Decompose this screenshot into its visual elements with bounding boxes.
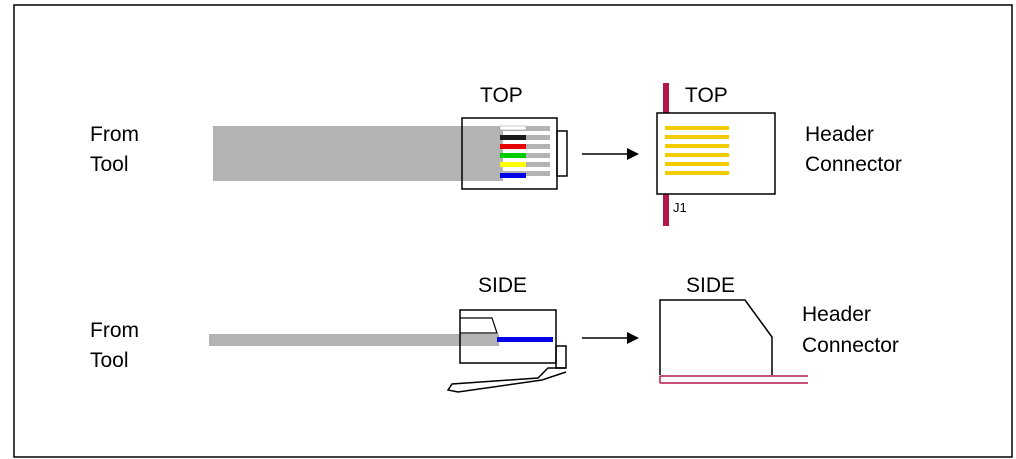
top-from-tool-line2: Tool [90, 153, 129, 176]
wire-white [499, 125, 527, 131]
side-plug [446, 309, 567, 393]
top-header-view-label: TOP [685, 84, 728, 107]
side-pcb [659, 375, 808, 384]
header-pin-5 [665, 162, 729, 166]
side-plug-tab [555, 345, 567, 369]
header-pin-4 [665, 153, 729, 157]
diagram-frame [13, 4, 1013, 458]
top-arrow [582, 148, 639, 160]
wire-black [500, 135, 526, 140]
side-plug-body [459, 309, 557, 364]
side-plug-latch [446, 367, 567, 393]
side-plug-strain-relief [460, 317, 498, 334]
side-header-view-label: SIDE [686, 274, 735, 297]
top-from-tool-line1: From [90, 123, 139, 146]
side-arrow [582, 332, 639, 344]
header-pin-1 [665, 126, 729, 130]
header-pin-2 [665, 135, 729, 139]
wire-yellow [500, 162, 526, 167]
header-pin-3 [665, 144, 729, 148]
top-plug-tab [556, 130, 568, 177]
header-pin-6 [665, 171, 729, 175]
wire-green [500, 153, 526, 158]
side-header-label-line2: Connector [802, 334, 899, 357]
wire-red [500, 144, 526, 149]
side-header-body [659, 299, 773, 375]
side-header-label-line1: Header [802, 303, 871, 326]
side-wire-blue [497, 337, 553, 342]
side-from-tool-line1: From [90, 319, 139, 342]
top-plug-view-label: TOP [480, 84, 523, 107]
side-cable [209, 334, 499, 346]
wire-blue [500, 173, 526, 178]
side-from-tool-line2: Tool [90, 349, 129, 372]
pin-label-j1: J1 [673, 200, 687, 215]
top-cable [213, 126, 503, 181]
side-plug-view-label: SIDE [478, 274, 527, 297]
top-header-label-line2: Connector [805, 153, 902, 176]
top-plug [461, 117, 568, 190]
top-header-label-line1: Header [805, 123, 874, 146]
header-pins [665, 126, 729, 175]
